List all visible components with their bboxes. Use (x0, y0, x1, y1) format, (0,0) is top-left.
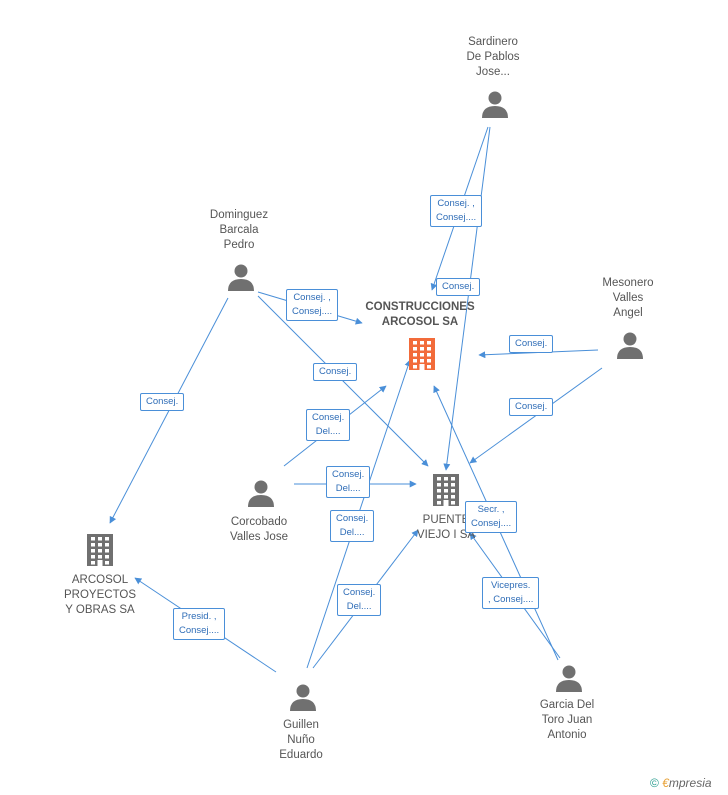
edge-label-10[interactable]: Consej. Del.... (330, 510, 375, 542)
edge-label-7-line-1: Del.... (335, 483, 361, 494)
sardinero-label-line-0: Sardinero (468, 36, 518, 48)
edge-label-13-line-1: Consej.... (179, 625, 220, 636)
edge-label-9-line-1: Consej.... (471, 518, 512, 529)
arcosol-building-icon[interactable] (87, 534, 113, 566)
dominguez-label-line-0: Dominguez (209, 209, 269, 221)
edge-label-2[interactable]: Consej. , Consej.... (286, 289, 339, 321)
edge-label-12-line-1: , Consej.... (488, 594, 534, 605)
dominguez-label-line-2: Pedro (223, 239, 255, 251)
garcia-person-icon[interactable] (556, 665, 582, 693)
brand-first-letter: € (662, 776, 669, 790)
edge-label-13-line-0: Presid. , (181, 611, 217, 622)
edge-label-3[interactable]: Consej. (313, 363, 358, 381)
edge-label-0[interactable]: Consej. , Consej.... (430, 195, 483, 227)
edge-label-7-line-0: Consej. (332, 469, 365, 480)
garcia-label-line-0: Garcia Del (539, 699, 595, 711)
edge-label-12-line-0: Vicepres. (490, 580, 531, 591)
arcosol-label[interactable]: ARCOSOL PROYECTOS Y OBRAS SA (64, 573, 136, 618)
sardinero-person-icon[interactable] (482, 91, 508, 119)
edge-label-2-line-0: Consej. , (293, 292, 331, 303)
edge-label-10-line-0: Consej. (336, 513, 369, 524)
garcia-label-line-1: Toro Juan (541, 714, 593, 726)
edge-label-4[interactable]: Consej. Del.... (306, 409, 351, 441)
dominguez-label-line-1: Barcala (219, 224, 259, 236)
edge-label-7[interactable]: Consej. Del.... (326, 466, 371, 498)
puente-label[interactable]: PUENTE VIEJO I SA (417, 513, 475, 543)
edge-label-10-line-1: Del.... (339, 527, 365, 538)
edge-label-12[interactable]: Vicepres. , Consej.... (482, 577, 540, 609)
brand-name: mpresia (668, 776, 712, 790)
garcia-label-line-2: Antonio (547, 729, 587, 741)
corcobado-person-icon[interactable] (248, 480, 274, 508)
mesonero-label-line-2: Angel (613, 307, 643, 319)
edge-label-8[interactable]: Consej. (509, 335, 554, 353)
mesonero-label-line-1: Valles (612, 292, 644, 304)
edge-label-9-line-0: Secr. , (477, 504, 505, 515)
guillen-label-line-2: Eduardo (279, 749, 323, 761)
edge-label-8-line-0: Consej. (515, 338, 548, 349)
edge-label-4-line-1: Del.... (315, 426, 341, 437)
guillen-person-icon[interactable] (290, 684, 316, 712)
edge-label-1[interactable]: Consej. (436, 278, 481, 296)
construcciones-building-icon[interactable] (409, 338, 435, 370)
corcobado-label-line-1: Valles Jose (230, 531, 288, 543)
construcciones-label[interactable]: CONSTRUCCIONES ARCOSOL SA (365, 300, 474, 330)
edge-label-6[interactable]: Consej. (509, 398, 554, 416)
mesonero-person-icon[interactable] (617, 332, 643, 360)
arcosol-label-line-1: PROYECTOS (64, 589, 136, 601)
edge-label-3-line-0: Consej. (319, 366, 352, 377)
footer: © €mpresia (650, 776, 712, 790)
edge-label-4-line-0: Consej. (312, 412, 345, 423)
edge-line-1 (443, 126, 491, 471)
puente-building-icon[interactable] (433, 474, 459, 506)
edge-label-11-line-0: Consej. (343, 587, 376, 598)
corcobado-label-line-0: Corcobado (230, 516, 288, 528)
edge-label-1-line-0: Consej. (442, 281, 475, 292)
edge-label-6-line-0: Consej. (515, 401, 548, 412)
edge-label-11[interactable]: Consej. Del.... (337, 584, 382, 616)
edge-label-0-line-0: Consej. , (437, 198, 475, 209)
edge-label-13[interactable]: Presid. , Consej.... (173, 608, 226, 640)
construcciones-label-line-1: ARCOSOL SA (381, 316, 459, 328)
edge-label-0-line-1: Consej.... (436, 212, 477, 223)
dominguez-person-icon[interactable] (228, 264, 254, 292)
arcosol-label-line-0: ARCOSOL (71, 574, 129, 586)
edge-label-5-line-0: Consej. (146, 396, 179, 407)
edge-label-11-line-1: Del.... (346, 601, 372, 612)
construcciones-label-line-0: CONSTRUCCIONES (365, 301, 475, 313)
sardinero-label-line-1: De Pablos (466, 51, 520, 63)
sardinero-label-line-2: Jose... (476, 66, 510, 78)
edge-label-9[interactable]: Secr. , Consej.... (465, 501, 518, 533)
brand-logo[interactable]: €mpresia (662, 776, 711, 790)
puente-label-line-0: PUENTE (422, 514, 470, 526)
edge-label-5[interactable]: Consej. (140, 393, 185, 411)
arcosol-label-line-2: Y OBRAS SA (65, 604, 135, 616)
guillen-label-line-0: Guillen (283, 719, 319, 731)
edge-line-3 (257, 295, 429, 467)
icons (87, 91, 643, 712)
puente-label-line-1: VIEJO I SA (416, 529, 476, 541)
edge-label-2-line-1: Consej.... (292, 306, 333, 317)
mesonero-label-line-0: Mesonero (602, 277, 654, 289)
guillen-label-line-1: Nuño (287, 734, 315, 746)
copyright-icon: © (650, 776, 659, 790)
